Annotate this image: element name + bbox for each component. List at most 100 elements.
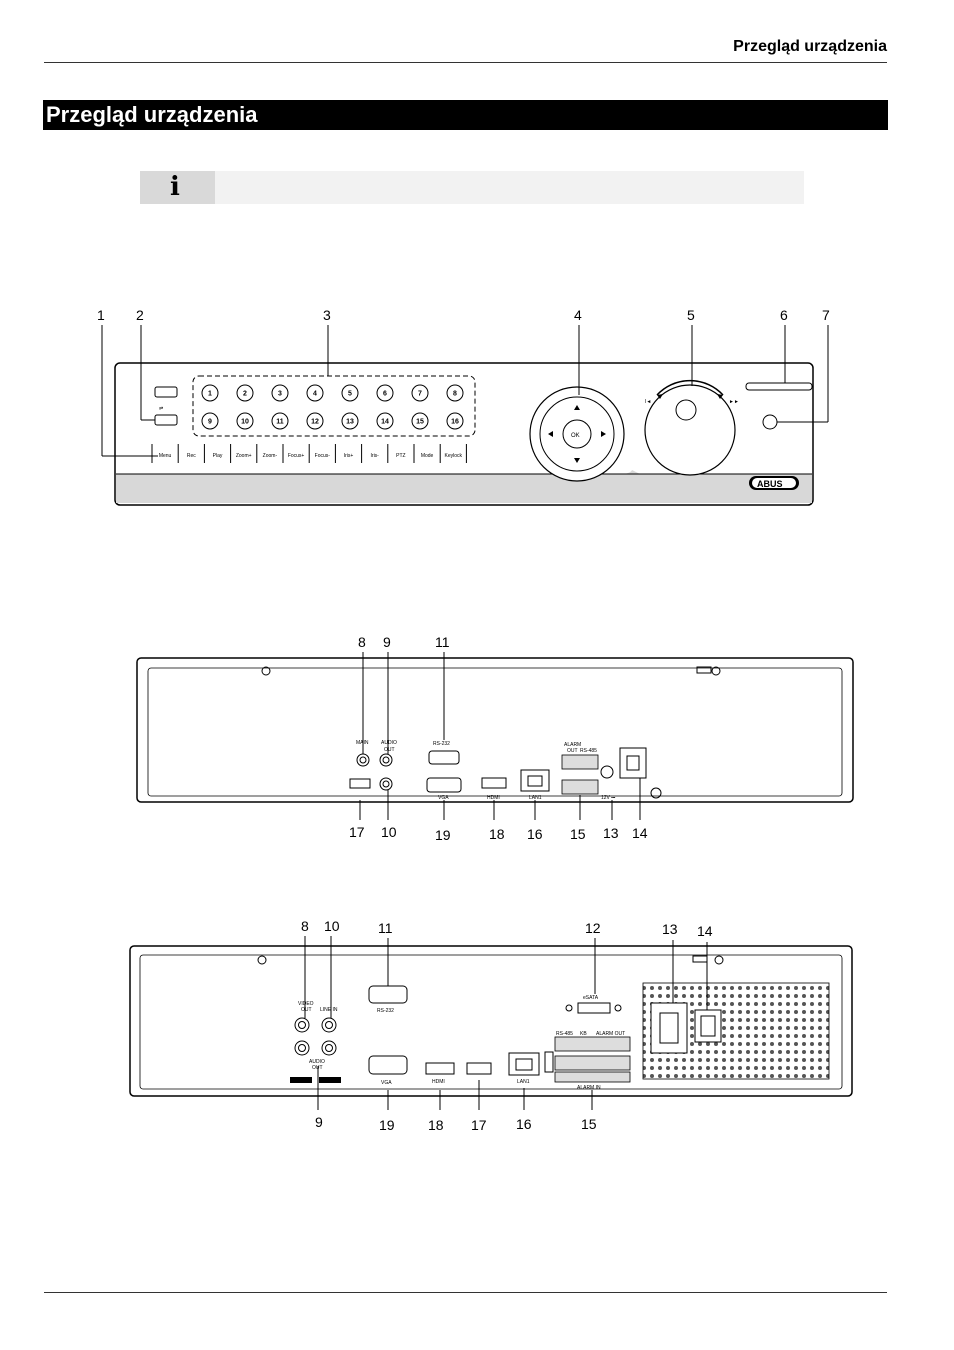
rp2-alarm-in-terminal-upper bbox=[554, 1055, 631, 1071]
channel-button-13 bbox=[341, 412, 359, 430]
rp2-callout-11: 11 bbox=[378, 920, 393, 936]
channel-button-label: 13 bbox=[346, 419, 354, 426]
callout-1: 1 bbox=[97, 307, 105, 323]
arrow-down-icon bbox=[574, 458, 580, 463]
rp2-callout-8: 8 bbox=[301, 918, 309, 934]
audio-out-port bbox=[379, 753, 393, 767]
channel-button-6 bbox=[376, 384, 394, 402]
hdmi-port bbox=[481, 777, 507, 789]
rp1-label-alarm-out-2: OUT bbox=[567, 748, 578, 754]
channel-button-7 bbox=[411, 384, 429, 402]
channel-button-8 bbox=[446, 384, 464, 402]
channel-button-label: 12 bbox=[311, 419, 319, 426]
rp2-power-switch bbox=[694, 1009, 722, 1043]
section-title-bar: Przegląd urządzenia bbox=[43, 100, 888, 130]
function-button-rec: Rec bbox=[187, 453, 196, 459]
channel-button-2 bbox=[236, 384, 254, 402]
front-callout-lines bbox=[101, 325, 829, 457]
function-button-mode: Mode bbox=[421, 453, 434, 459]
alarm-in-terminal bbox=[561, 779, 599, 795]
rp2-hdmi-port bbox=[425, 1062, 455, 1075]
rp2-label-lan1: LAN1 bbox=[517, 1079, 530, 1085]
vga-port bbox=[426, 777, 462, 793]
footer-rule bbox=[44, 1292, 887, 1293]
channel-button-label: 14 bbox=[381, 419, 389, 426]
rp2-label-video-out-2: OUT bbox=[301, 1007, 312, 1013]
rp2-label-rs232: RS-232 bbox=[377, 1008, 394, 1014]
rp2-lan-port bbox=[508, 1052, 540, 1076]
rp1-callout-lines bbox=[359, 652, 641, 820]
channel-button-12 bbox=[306, 412, 324, 430]
function-button-iris: Iris- bbox=[371, 453, 380, 459]
rp2-label-audio-out-2: OUT bbox=[312, 1065, 323, 1071]
callout-7: 7 bbox=[822, 307, 830, 323]
ok-button-label: OK bbox=[571, 433, 580, 439]
callout-3: 3 bbox=[323, 307, 331, 323]
function-button-keylock: Keylock bbox=[445, 453, 463, 459]
header-rule bbox=[44, 62, 887, 63]
callout-5: 5 bbox=[687, 307, 695, 323]
rp2-callout-18: 18 bbox=[428, 1117, 444, 1133]
rp1-callout-19: 19 bbox=[435, 827, 451, 843]
rp1-label-lan1: LAN1 bbox=[529, 795, 542, 801]
rp2-callout-16: 16 bbox=[516, 1116, 532, 1132]
rp2-usb-port bbox=[466, 1062, 492, 1075]
section-title: Przegląd urządzenia bbox=[46, 102, 258, 127]
rp2-pad-right bbox=[319, 1077, 341, 1083]
status-led-bar bbox=[745, 382, 813, 391]
rp2-callout-10: 10 bbox=[324, 918, 340, 934]
rp2-pad-left bbox=[290, 1077, 312, 1083]
channel-button-9 bbox=[201, 412, 219, 430]
channel-button-label: 8 bbox=[453, 391, 457, 398]
jog-shuttle: I◄ ►► bbox=[644, 379, 739, 476]
rp2-label-hdmi: HDMI bbox=[432, 1079, 445, 1085]
rear-panel-1-body bbox=[136, 657, 854, 803]
callout-6: 6 bbox=[780, 307, 788, 323]
rp2-audio-out-left bbox=[294, 1040, 310, 1056]
rp1-callout-10: 10 bbox=[381, 824, 397, 840]
usb-icon: ⇌ bbox=[159, 406, 163, 412]
rp2-line-in-port bbox=[321, 1017, 337, 1033]
rp1-label-rs485: RS-485 bbox=[580, 748, 597, 754]
rp2-rs485-kb-alarm-out-terminal bbox=[554, 1036, 631, 1052]
rp2-label-line-in: LINE IN bbox=[320, 1007, 338, 1013]
channel-button-label: 7 bbox=[418, 391, 422, 398]
rp1-label-rs232: RS-232 bbox=[433, 741, 450, 747]
rear-usb-port bbox=[349, 778, 371, 789]
channel-button-label: 9 bbox=[208, 419, 212, 426]
channel-button-label: 2 bbox=[243, 391, 247, 398]
rp2-label-esata: eSATA bbox=[583, 995, 599, 1001]
rp2-callout-17: 17 bbox=[471, 1117, 487, 1133]
function-button-iris: Iris+ bbox=[344, 453, 354, 459]
callout-2: 2 bbox=[136, 307, 144, 323]
rp2-callout-9: 9 bbox=[315, 1114, 323, 1130]
function-button-ptz: PTZ bbox=[396, 453, 405, 459]
navigation-pad: OK bbox=[529, 386, 625, 482]
logo-text: ABUS bbox=[757, 479, 783, 489]
rp2-dip-switch bbox=[544, 1051, 554, 1073]
channel-button-11 bbox=[271, 412, 289, 430]
rp1-label-power: 12V ⎓ bbox=[601, 795, 615, 801]
rp2-callout-12: 12 bbox=[585, 920, 601, 936]
arrow-up-icon bbox=[574, 405, 580, 410]
jog-left-label: I◄ bbox=[645, 399, 651, 405]
front-panel-body bbox=[114, 362, 814, 506]
channel-button-label: 6 bbox=[383, 391, 387, 398]
info-icon-cell: i bbox=[140, 171, 215, 204]
rp1-label-audio-out-2: OUT bbox=[384, 747, 395, 753]
rp2-vga-port bbox=[368, 1055, 408, 1075]
info-icon: i bbox=[170, 172, 180, 202]
alarm-out-terminal bbox=[561, 754, 599, 770]
channel-button-16 bbox=[446, 412, 464, 430]
function-button-focus: Focus+ bbox=[288, 453, 305, 459]
rp2-label-alarm-out: ALARM OUT bbox=[596, 1031, 625, 1037]
rp1-callout-9: 9 bbox=[383, 634, 391, 650]
rp1-label-hdmi: HDMI bbox=[487, 795, 500, 801]
rp2-label-kb: KB bbox=[580, 1031, 587, 1037]
rp1-label-vga: VGA bbox=[438, 795, 449, 801]
rp2-label-video-out-1: VIDEO bbox=[298, 1001, 314, 1007]
